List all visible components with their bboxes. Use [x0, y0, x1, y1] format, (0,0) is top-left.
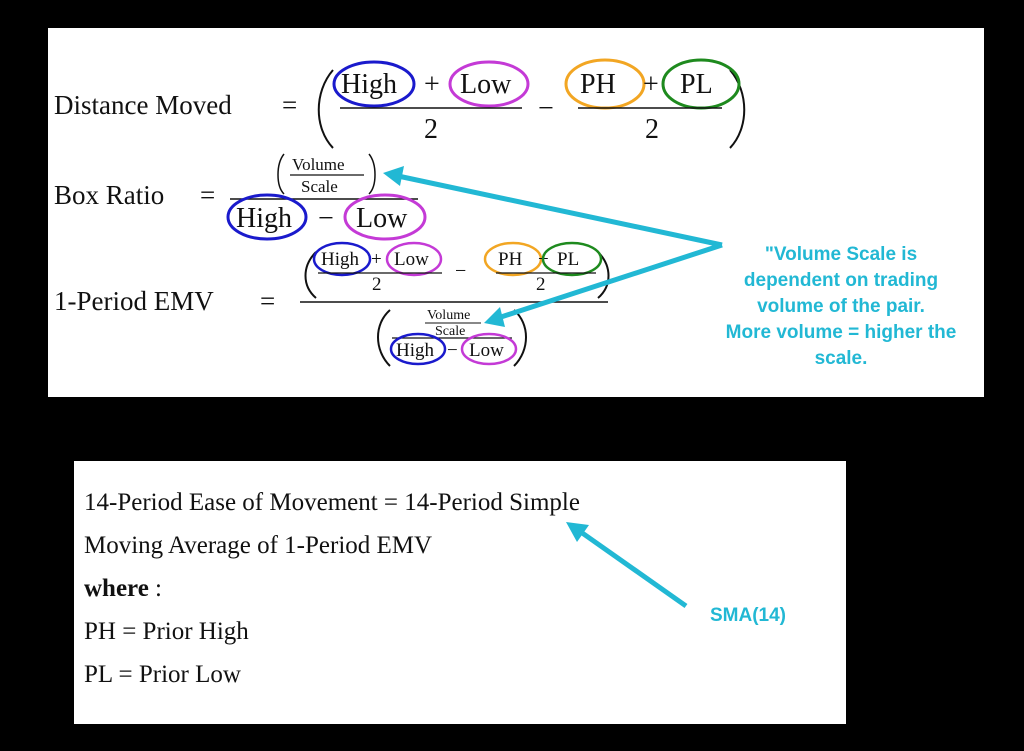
emv-numerator-left-paren: [304, 251, 317, 299]
volume-scale-note: "Volume Scale is dependent on trading vo…: [696, 242, 986, 372]
box-ratio-high: High: [236, 203, 292, 234]
distance-moved-equals: =: [282, 90, 297, 120]
distance-moved-minus: −: [538, 93, 554, 124]
volume-scale-note-line: scale.: [814, 348, 868, 369]
emv-low: Low: [394, 249, 429, 270]
emv-two: 2: [372, 274, 382, 295]
distance-moved-two: 2: [424, 114, 438, 145]
emv-plus: +: [371, 249, 382, 270]
high-circle: [332, 60, 416, 108]
ph-definition: PH = Prior High: [84, 618, 249, 645]
volume-scale-note-line: "Volume Scale is: [764, 244, 918, 265]
distance-moved-plus-2: +: [643, 69, 659, 100]
ease-of-movement-definition-line2: Moving Average of 1-Period EMV: [84, 532, 433, 559]
pl-circle: [541, 241, 603, 277]
emv-minus: −: [455, 260, 466, 282]
arrowhead: [566, 522, 589, 542]
emv-denominator-high: High: [396, 340, 435, 361]
emv-denominator-right-paren: [513, 309, 527, 367]
pl-definition: PL = Prior Low: [84, 661, 241, 688]
low-circle: [460, 332, 518, 366]
low-circle: [343, 193, 427, 241]
volume-scale-note-line: More volume = higher the: [725, 322, 957, 343]
emv-ph: PH: [498, 249, 523, 270]
emv-two-2: 2: [536, 274, 546, 295]
distance-moved-ph: PH: [580, 69, 616, 100]
arrow-to-emv-volume-scale: [497, 242, 723, 321]
high-circle: [312, 241, 372, 277]
emv-volume: Volume: [427, 308, 470, 323]
emv-denominator-minus: −: [447, 340, 458, 361]
box-ratio-left-paren: [277, 153, 285, 195]
box-ratio-scale: Scale: [301, 177, 338, 196]
high-circle: [226, 193, 308, 241]
ease-of-movement-definition-line1: 14-Period Ease of Movement = 14-Period S…: [84, 489, 580, 516]
arrowhead: [484, 307, 505, 327]
volume-scale-note-line: volume of the pair.: [757, 296, 925, 317]
distance-moved-right-paren: [729, 69, 746, 149]
box-ratio-minus: −: [318, 203, 334, 234]
box-ratio-equals: =: [200, 180, 215, 210]
emv-equals: =: [260, 286, 275, 316]
sma-note: SMA(14): [709, 605, 786, 626]
formulas-panel: [48, 28, 984, 397]
callout-arrows: [383, 166, 723, 609]
box-ratio-label: Box Ratio: [54, 180, 164, 210]
arrow-to-box-ratio-volume-scale: [397, 173, 723, 248]
arrowhead: [383, 166, 404, 186]
emv-denominator-low: Low: [469, 340, 504, 361]
low-circle: [385, 241, 443, 277]
emv-high: High: [321, 249, 360, 270]
arrow-to-simple-moving-average: [576, 527, 688, 609]
emv-scale: Scale: [435, 324, 465, 339]
emv-denominator-left-paren: [377, 309, 391, 367]
emv-numerator-right-paren: [597, 251, 610, 299]
volume-scale-note-line: dependent on trading: [743, 270, 939, 291]
distance-moved-left-paren: [317, 69, 334, 149]
distance-moved-plus: +: [424, 69, 440, 100]
high-circle: [389, 332, 447, 366]
box-ratio-right-paren: [368, 153, 376, 195]
ph-circle: [483, 241, 543, 277]
emv-label: 1-Period EMV: [54, 286, 214, 316]
box-ratio-volume: Volume: [292, 155, 345, 174]
low-circle: [448, 60, 530, 108]
distance-moved-two-2: 2: [645, 114, 659, 145]
definition-panel: 14-Period Ease of Movement = 14-Period S…: [74, 461, 846, 724]
box-ratio-low: Low: [356, 203, 408, 234]
distance-moved-pl: PL: [680, 69, 713, 100]
distance-moved-low: Low: [460, 69, 512, 100]
where-label: where :: [84, 575, 162, 602]
distance-moved-label: Distance Moved: [54, 90, 232, 120]
distance-moved-high: High: [341, 69, 397, 100]
emv-pl: PL: [557, 249, 579, 270]
